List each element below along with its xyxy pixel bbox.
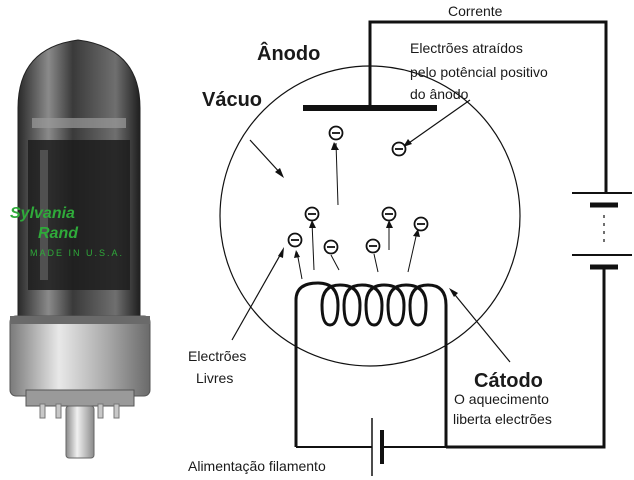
tube-key-post <box>65 405 95 459</box>
tube-pins <box>39 403 120 419</box>
tube-base-cup <box>9 315 151 397</box>
vacuum-tube-photo: Sylvania Rand MADE IN U.S.A. <box>9 39 151 459</box>
arrow-electroes-atraidos <box>405 99 471 146</box>
label-aquecimento: O aquecimento liberta electrões <box>453 391 552 427</box>
label-electroes-atraidos: Electrões atraídos pelo potêncial positi… <box>410 40 548 102</box>
arrow-catodo <box>450 289 511 363</box>
electron <box>391 141 407 157</box>
cathode-return-wire <box>446 267 606 449</box>
tube-base-ring <box>10 316 150 324</box>
schematic <box>219 20 632 476</box>
label-vacuo: Vácuo <box>202 89 262 111</box>
label-anodo: Ânodo <box>257 41 320 65</box>
cathode-coil <box>294 281 448 447</box>
arrow-vacuo <box>249 139 283 176</box>
electron <box>304 206 320 222</box>
svg-text:do ânodo: do ânodo <box>410 86 469 102</box>
tube-plate-highlight <box>40 150 48 280</box>
label-catodo: Cátodo <box>474 370 543 392</box>
electron <box>287 232 303 248</box>
annotation-arrowheads <box>275 139 458 297</box>
label-electroes-livres: Electrões Livres <box>188 348 246 386</box>
label-alimentacao-filamento: Alimentação filamento <box>188 458 326 474</box>
electron <box>328 125 344 141</box>
anode-lead-wire <box>368 20 608 193</box>
svg-text:O aquecimento: O aquecimento <box>454 391 549 407</box>
electron <box>323 239 339 255</box>
tube-print-origin: MADE IN U.S.A. <box>30 248 124 258</box>
annotation-arrows <box>231 99 511 363</box>
tube-print-model: Rand <box>38 225 79 242</box>
tube-print-brand: Sylvania <box>10 205 75 222</box>
svg-text:Livres: Livres <box>196 370 233 386</box>
electron <box>413 216 429 232</box>
tube-top-mica <box>32 118 126 128</box>
svg-text:liberta electrões: liberta electrões <box>453 411 552 427</box>
svg-text:pelo potêncial positivo: pelo potêncial positivo <box>410 64 548 80</box>
label-corrente: Corrente <box>448 3 503 19</box>
svg-text:Electrões: Electrões <box>188 348 246 364</box>
electron-paths <box>296 142 418 280</box>
svg-text:Electrões atraídos: Electrões atraídos <box>410 40 523 56</box>
electrons <box>287 125 429 255</box>
electron <box>365 238 381 254</box>
electron <box>381 206 397 222</box>
arrow-electroes-livres <box>231 249 284 341</box>
